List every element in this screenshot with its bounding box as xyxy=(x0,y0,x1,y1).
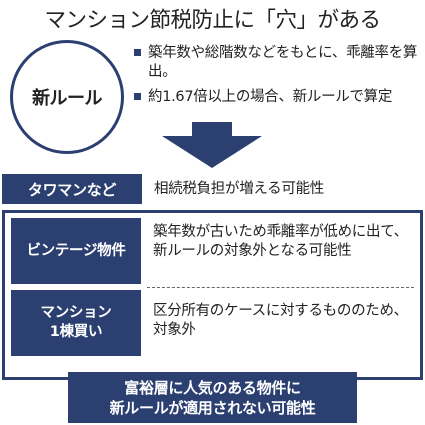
vintage-property-desc: 築年数が古いため乖離率が低めに出て、新ルールの対象外となる可能性 xyxy=(153,224,408,259)
new-rule-circle: 新ルール xyxy=(10,40,124,154)
whole-building-desc: 区分所有のケースに対するもののため、対象外 xyxy=(153,303,408,338)
bullet-item: 築年数や総階数などをもとに、乖離率を算出。 xyxy=(133,44,423,82)
tower-mansion-tag: タワマンなど xyxy=(2,174,142,204)
rule-bullets: 築年数や総階数などをもとに、乖離率を算出。 約1.67倍以上の場合、新ルールで算… xyxy=(133,44,423,107)
conclusion-banner: 富裕層に人気のある物件に 新ルールが適用されない可能性 xyxy=(68,372,357,423)
down-arrow-icon xyxy=(162,122,262,168)
vintage-property-label: ビンテージ物件 xyxy=(26,242,126,259)
bullet-text: 約1.67倍以上の場合、新ルールで算定 xyxy=(148,89,393,105)
bullet-text: 築年数や総階数などをもとに、乖離率を算出。 xyxy=(148,45,418,80)
bullet-item: 約1.67倍以上の場合、新ルールで算定 xyxy=(133,88,423,107)
loophole-frame: ビンテージ物件 築年数が古いため乖離率が低めに出て、新ルールの対象外となる可能性… xyxy=(2,210,423,380)
new-rule-label: 新ルール xyxy=(32,88,103,109)
tower-mansion-desc: 相続税負担が増える可能性 xyxy=(154,181,324,197)
banner-line2: 新ルールが適用されない可能性 xyxy=(109,399,316,417)
square-bullet-icon xyxy=(134,49,141,56)
banner-line1: 富裕層に人気のある物件に xyxy=(124,379,301,397)
vintage-property-tag: ビンテージ物件 xyxy=(11,218,141,284)
row-divider xyxy=(147,287,414,288)
whole-building-tag: マンション 1棟買い xyxy=(11,290,141,356)
whole-building-label-line1: マンション xyxy=(40,305,112,321)
square-bullet-icon xyxy=(134,93,141,100)
whole-building-label-line2: 1棟買い xyxy=(49,324,103,340)
diagram-title: マンション節税防止に「穴」がある xyxy=(44,8,381,33)
tower-mansion-row: タワマンなど 相続税負担が増える可能性 xyxy=(2,174,423,204)
